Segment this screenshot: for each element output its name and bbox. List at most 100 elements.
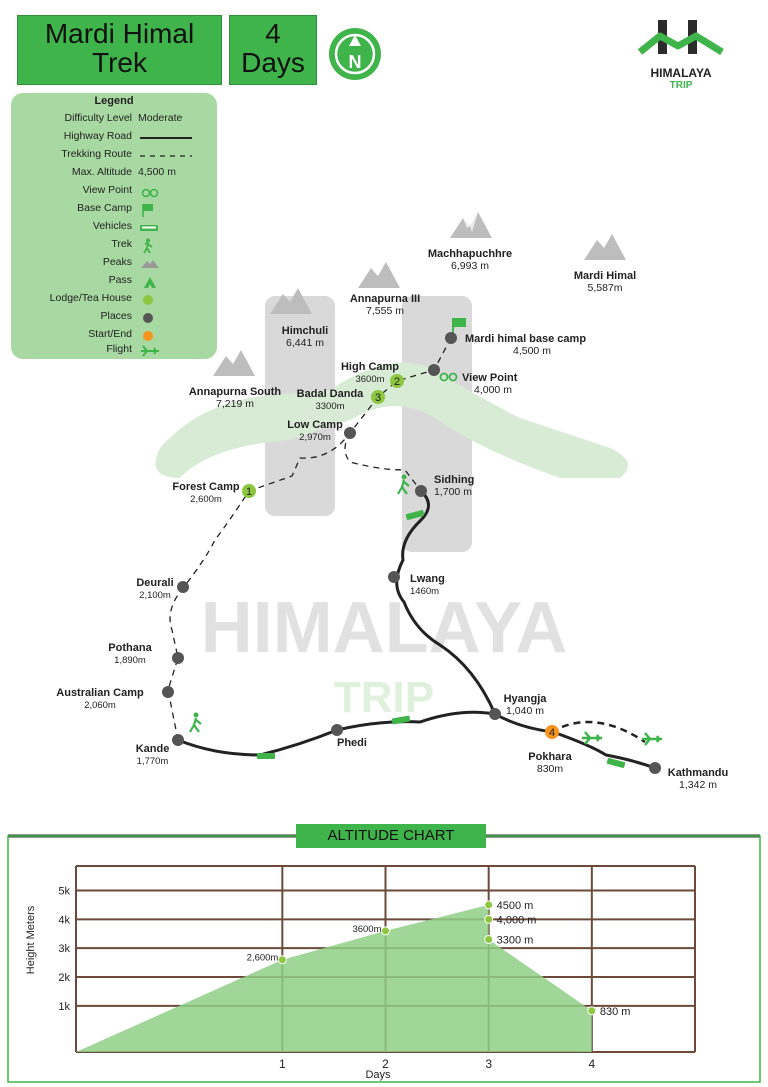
chart-x-tick-label: 4	[588, 1057, 595, 1071]
peak-name: Mardi Himal	[573, 270, 637, 282]
place-name: Sidhing	[434, 474, 475, 486]
place-altitude: 2,970m	[299, 432, 331, 443]
day-marker-3: 3	[371, 390, 385, 404]
chart-point	[484, 914, 494, 924]
place-name: Forest Camp	[172, 481, 240, 493]
place-name: Deurali	[136, 577, 174, 589]
place-dot-pothana	[172, 652, 184, 664]
legend-row-trekking-route: Trekking Route	[11, 148, 217, 165]
place-altitude: 4,500 m	[513, 345, 551, 357]
legend-title: Legend	[94, 95, 134, 107]
map-legend: Legend Difficulty Level Moderate Highway…	[11, 93, 217, 359]
trek-days-number: 4	[265, 18, 281, 49]
place-name: View Point	[462, 372, 518, 384]
legend-row-peaks: Peaks	[11, 256, 217, 273]
plane-icon-2	[642, 732, 662, 746]
altitude-area	[76, 904, 592, 1052]
day-marker-number: 3	[375, 392, 381, 404]
logo-mountain-icon	[637, 20, 724, 55]
day-marker-number: 1	[246, 486, 252, 498]
chart-point	[484, 900, 494, 910]
day-marker-4: 4	[545, 725, 559, 739]
place-name: Phedi	[337, 737, 367, 749]
place-name: Pothana	[108, 642, 152, 654]
dashed-route-icon	[140, 155, 192, 157]
legend-row-start-end: Start/End	[11, 328, 217, 345]
place-name: High Camp	[340, 361, 400, 373]
place-name: Australian Camp	[56, 687, 144, 699]
chart-y-tick-label: 4k	[58, 914, 70, 926]
legend-row-highway: Highway Road	[11, 130, 217, 147]
flight-route	[561, 720, 646, 744]
peak-icon	[141, 260, 159, 268]
place-name: Low Camp	[287, 419, 343, 431]
highway-road-north	[395, 489, 656, 770]
peak-name: Himchuli	[281, 325, 329, 337]
watermark-text-himalaya: HIMALAYA	[201, 588, 568, 668]
place-altitude: 2,060m	[84, 700, 116, 711]
bus-icon-sidhing	[405, 509, 425, 521]
legend-value: 4,500 m	[138, 166, 176, 178]
legend-row-difficulty: Difficulty Level Moderate	[11, 112, 217, 129]
legend-row-flight: Flight	[11, 343, 217, 360]
place-name: Kathmandu	[667, 767, 729, 779]
chart-point	[587, 1006, 597, 1016]
place-dot-hyangja	[489, 708, 501, 720]
chart-y-tick-label: 1k	[58, 1001, 70, 1013]
day-marker-number: 4	[549, 727, 555, 739]
bus-icon-phedi	[391, 715, 411, 725]
legend-row-view-point: View Point	[11, 184, 217, 201]
chart-y-tick-label: 2k	[58, 972, 70, 984]
start-end-dot-icon	[143, 331, 153, 341]
place-dot-phedi	[331, 724, 343, 736]
chart-point-label: 4,000 m	[497, 914, 537, 926]
north-compass-icon: N	[329, 28, 381, 80]
place-altitude: 1,342 m	[679, 779, 717, 791]
peak-name: Machhapuchhre	[427, 248, 513, 260]
chart-point-label: 830 m	[600, 1006, 631, 1018]
legend-label: Pass	[108, 274, 132, 286]
view-point-binoculars-icon	[439, 372, 458, 382]
chart-y-tick-label: 3k	[58, 943, 70, 955]
chart-point-label: 2,600m	[247, 953, 279, 964]
place-dot-base-camp	[445, 332, 457, 344]
legend-row-trek: Trek	[11, 238, 217, 255]
legend-label: Base Camp	[77, 202, 132, 214]
chart-y-axis-label: Height Meters	[25, 905, 37, 974]
himalaya-trip-logo: HIMALAYA TRIP	[636, 16, 726, 96]
bus-icon	[140, 225, 158, 231]
chart-point	[277, 955, 287, 965]
plane-icon	[141, 345, 159, 357]
place-altitude: 1,040 m	[506, 705, 544, 717]
plane-icon-1	[582, 731, 602, 745]
lodge-dot-icon	[143, 295, 153, 305]
peak-altitude: 7,555 m	[366, 305, 404, 317]
legend-row-base-camp: Base Camp	[11, 202, 217, 219]
chart-point-label: 3300 m	[497, 935, 534, 947]
day-marker-number: 2	[394, 376, 400, 388]
peak-annapurna-iii-icon	[358, 262, 400, 288]
place-dot-australian-camp	[162, 686, 174, 698]
legend-label: Start/End	[88, 328, 132, 340]
legend-value: Moderate	[138, 112, 183, 124]
highway-line-icon	[140, 137, 192, 139]
place-dot-kande	[172, 734, 184, 746]
bus-icon-pokhara	[606, 757, 626, 769]
legend-label: Max. Altitude	[71, 166, 132, 178]
legend-row-lodge: Lodge/Tea House	[11, 292, 217, 309]
altitude-chart-title: ALTITUDE CHART	[296, 824, 486, 848]
